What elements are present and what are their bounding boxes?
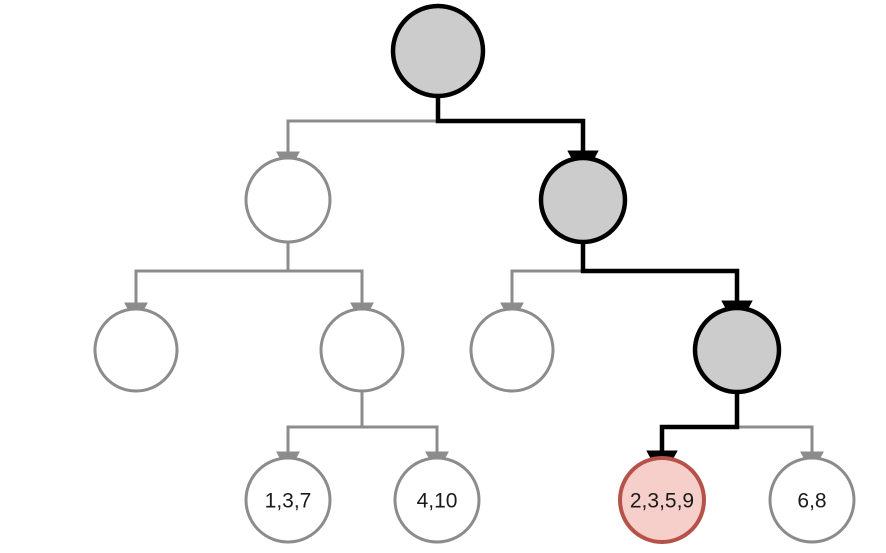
tree-edge bbox=[646, 392, 740, 480]
node-label: 4,10 bbox=[417, 490, 458, 513]
node-circle[interactable] bbox=[618, 456, 706, 544]
tree-leaf-node[interactable]: 1,3,7 bbox=[244, 456, 332, 544]
node-circle[interactable] bbox=[768, 456, 856, 544]
edge-layer bbox=[124, 96, 824, 480]
node-circle[interactable] bbox=[538, 155, 628, 245]
tree-node[interactable] bbox=[469, 307, 555, 393]
node-circle[interactable] bbox=[93, 307, 179, 393]
tree-node[interactable] bbox=[244, 156, 332, 244]
node-label: 2,3,5,9 bbox=[630, 490, 694, 513]
tree-node[interactable] bbox=[319, 307, 405, 393]
node-label: 1,3,7 bbox=[265, 490, 312, 513]
node-circle[interactable] bbox=[469, 307, 555, 393]
tree-leaf-node[interactable]: 4,10 bbox=[393, 456, 481, 544]
tree-leaf-node[interactable]: 6,8 bbox=[768, 456, 856, 544]
tree-node[interactable] bbox=[390, 3, 486, 99]
tree-edge bbox=[435, 96, 599, 180]
node-circle[interactable] bbox=[390, 3, 486, 99]
tree-edge bbox=[580, 242, 753, 330]
tree-edge bbox=[124, 242, 290, 324]
node-circle[interactable] bbox=[393, 456, 481, 544]
tree-edge bbox=[286, 242, 374, 324]
tree-node[interactable] bbox=[538, 155, 628, 245]
tree-edge bbox=[735, 392, 824, 473]
node-layer: 1,3,7 4,10 2,3,5,9 6,8 bbox=[93, 3, 856, 544]
tree-edge bbox=[276, 96, 440, 173]
tree-leaf-node[interactable]: 2,3,5,9 bbox=[618, 456, 706, 544]
node-circle[interactable] bbox=[319, 307, 405, 393]
tree-edge bbox=[360, 391, 449, 473]
tree-node[interactable] bbox=[93, 307, 179, 393]
tree-node[interactable] bbox=[692, 305, 782, 395]
node-circle[interactable] bbox=[244, 156, 332, 244]
node-circle[interactable] bbox=[244, 456, 332, 544]
node-circle[interactable] bbox=[692, 305, 782, 395]
node-label: 6,8 bbox=[797, 490, 826, 513]
tree-edge bbox=[276, 391, 364, 473]
tree-edge bbox=[500, 242, 585, 324]
